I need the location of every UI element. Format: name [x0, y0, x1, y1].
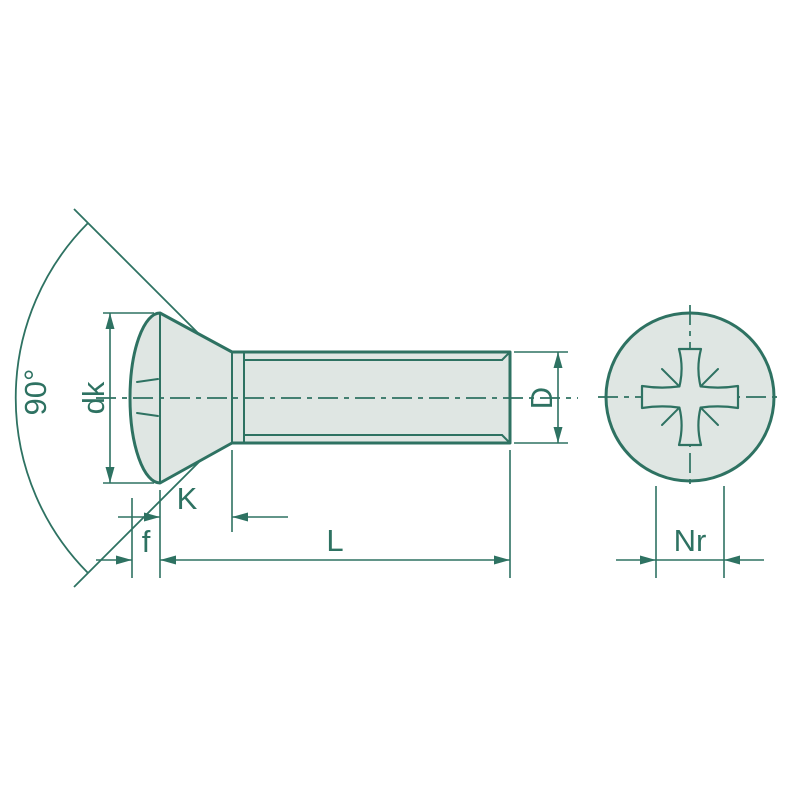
dimensions	[96, 312, 764, 578]
dimension-d	[514, 351, 568, 444]
dimension-nr	[616, 486, 764, 578]
dimension-dk	[103, 312, 154, 484]
recess-tick-marks	[661, 368, 719, 426]
side-view	[96, 311, 578, 485]
dimension-l	[160, 450, 511, 578]
dimension-f	[96, 498, 133, 578]
shank-diameter-label: D	[524, 387, 559, 409]
length-label: L	[326, 523, 343, 558]
labels: 90° dk K f L D Nr	[18, 369, 706, 559]
cross-recess-outline	[640, 347, 740, 447]
angle-arc	[14, 222, 89, 574]
head-height-label: K	[177, 481, 198, 516]
tip-chamfer-top	[501, 352, 510, 361]
tip-chamfer-bottom	[501, 434, 510, 443]
dimension-k	[118, 450, 288, 578]
head-diameter-label: dk	[76, 381, 111, 414]
angle-label: 90°	[18, 369, 53, 416]
head-recess-marks	[136, 378, 159, 417]
recess-size-label: Nr	[674, 523, 707, 558]
edge-height-label: f	[142, 524, 151, 559]
end-view	[598, 305, 782, 489]
